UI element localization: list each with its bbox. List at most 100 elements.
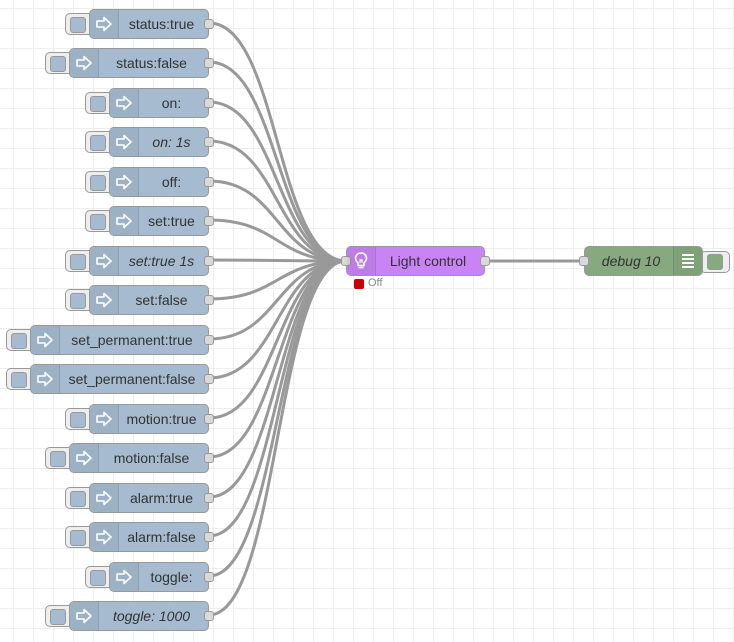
inject-button-inner[interactable] bbox=[70, 491, 86, 507]
inject-arrow-icon bbox=[70, 49, 99, 77]
inject-button-inner[interactable] bbox=[90, 135, 106, 151]
inject-output-port[interactable] bbox=[204, 19, 214, 29]
inject-output-port[interactable] bbox=[204, 611, 214, 621]
wire bbox=[208, 60, 347, 263]
inject-button-inner[interactable] bbox=[90, 214, 106, 230]
wire bbox=[208, 139, 347, 263]
inject-node[interactable]: set:false bbox=[65, 285, 214, 315]
inject-output-port[interactable] bbox=[204, 453, 214, 463]
inject-node[interactable]: set_permanent:true bbox=[6, 325, 214, 355]
inject-output-port[interactable] bbox=[204, 335, 214, 345]
inject-arrow-icon bbox=[90, 484, 119, 512]
inject-arrow-icon bbox=[31, 326, 60, 354]
inject-output-port[interactable] bbox=[204, 216, 214, 226]
inject-button-inner[interactable] bbox=[70, 530, 86, 546]
inject-arrow-icon bbox=[110, 207, 139, 235]
inject-label: on: bbox=[161, 95, 182, 111]
inject-node[interactable]: status:true bbox=[65, 9, 214, 39]
inject-arrow-icon bbox=[110, 128, 139, 156]
inject-node[interactable]: set:true bbox=[85, 206, 214, 236]
inject-output-port[interactable] bbox=[204, 295, 214, 305]
inject-arrow-icon bbox=[110, 168, 139, 196]
inject-arrow-icon bbox=[90, 286, 119, 314]
inject-output-port[interactable] bbox=[204, 572, 214, 582]
inject-node[interactable]: alarm:false bbox=[65, 522, 214, 552]
wire bbox=[208, 100, 347, 263]
inject-node[interactable]: off: bbox=[85, 167, 214, 197]
inject-button-inner[interactable] bbox=[90, 96, 106, 112]
list-lines-icon bbox=[673, 247, 702, 275]
inject-node[interactable]: toggle: bbox=[85, 562, 214, 592]
inject-node[interactable]: alarm:true bbox=[65, 483, 214, 513]
inject-button-inner[interactable] bbox=[70, 412, 86, 428]
inject-node[interactable]: set_permanent:false bbox=[6, 364, 214, 394]
status-dot bbox=[354, 279, 364, 289]
inject-node[interactable]: motion:false bbox=[45, 443, 214, 473]
status-text: Off bbox=[368, 277, 383, 289]
inject-output-port[interactable] bbox=[204, 414, 214, 424]
inject-label: set:true 1s bbox=[128, 253, 195, 269]
wire bbox=[208, 179, 347, 263]
light-control-node[interactable]: Light control bbox=[341, 246, 490, 276]
inject-node[interactable]: on: 1s bbox=[85, 127, 214, 157]
wire bbox=[208, 259, 347, 301]
wire bbox=[208, 259, 347, 538]
inject-node[interactable]: toggle: 1000 bbox=[45, 601, 214, 631]
inject-output-port[interactable] bbox=[204, 177, 214, 187]
debug-node[interactable]: debug 10 bbox=[579, 246, 703, 276]
wire bbox=[208, 259, 347, 380]
inject-output-port[interactable] bbox=[204, 374, 214, 384]
inject-button-inner[interactable] bbox=[70, 254, 86, 270]
inject-node[interactable]: on: bbox=[85, 88, 214, 118]
inject-arrow-icon bbox=[90, 10, 119, 38]
inject-button-inner[interactable] bbox=[70, 293, 86, 309]
inject-arrow-icon bbox=[70, 602, 99, 630]
inject-output-port[interactable] bbox=[204, 98, 214, 108]
wire bbox=[208, 259, 347, 459]
light-control-output-port[interactable] bbox=[480, 256, 490, 266]
light-control-label: Light control bbox=[389, 253, 467, 269]
inject-arrow-icon bbox=[90, 405, 119, 433]
wire bbox=[208, 259, 347, 420]
inject-button-inner[interactable] bbox=[50, 451, 66, 467]
inject-label: on: 1s bbox=[152, 134, 191, 150]
inject-output-port[interactable] bbox=[204, 256, 214, 266]
inject-label: status:false bbox=[116, 55, 187, 71]
debug-label: debug 10 bbox=[601, 253, 661, 269]
inject-node[interactable]: motion:true bbox=[65, 404, 214, 434]
inject-output-port[interactable] bbox=[204, 493, 214, 503]
inject-button-inner[interactable] bbox=[50, 56, 66, 72]
inject-button-inner[interactable] bbox=[11, 333, 27, 349]
inject-node[interactable]: status:false bbox=[45, 48, 214, 78]
inject-label: toggle: 1000 bbox=[112, 608, 191, 624]
inject-arrow-icon bbox=[90, 247, 119, 275]
inject-button-inner[interactable] bbox=[70, 17, 86, 33]
light-control-input-port[interactable] bbox=[341, 256, 351, 266]
inject-label: toggle: bbox=[150, 569, 193, 585]
inject-button-inner[interactable] bbox=[50, 609, 66, 625]
inject-label: motion:true bbox=[126, 411, 197, 427]
debug-toggle-inner[interactable] bbox=[707, 254, 723, 270]
wire bbox=[208, 259, 347, 617]
inject-button-inner[interactable] bbox=[90, 570, 106, 586]
inject-arrow-icon bbox=[90, 523, 119, 551]
light-bulb-icon bbox=[347, 247, 376, 275]
inject-label: set_permanent:true bbox=[71, 332, 193, 348]
wire bbox=[208, 21, 347, 263]
wire bbox=[208, 259, 347, 499]
debug-input-port[interactable] bbox=[579, 256, 589, 266]
inject-arrow-icon bbox=[70, 444, 99, 472]
inject-output-port[interactable] bbox=[204, 532, 214, 542]
wire bbox=[208, 259, 347, 578]
inject-output-port[interactable] bbox=[204, 137, 214, 147]
inject-label: motion:false bbox=[113, 450, 190, 466]
inject-label: set:true bbox=[148, 213, 195, 229]
inject-button-inner[interactable] bbox=[11, 372, 27, 388]
inject-output-port[interactable] bbox=[204, 58, 214, 68]
inject-label: status:true bbox=[128, 16, 195, 32]
inject-label: alarm:false bbox=[127, 529, 196, 545]
inject-arrow-icon bbox=[110, 563, 139, 591]
inject-button-inner[interactable] bbox=[90, 175, 106, 191]
inject-node[interactable]: set:true 1s bbox=[65, 246, 214, 276]
wire bbox=[208, 218, 347, 263]
